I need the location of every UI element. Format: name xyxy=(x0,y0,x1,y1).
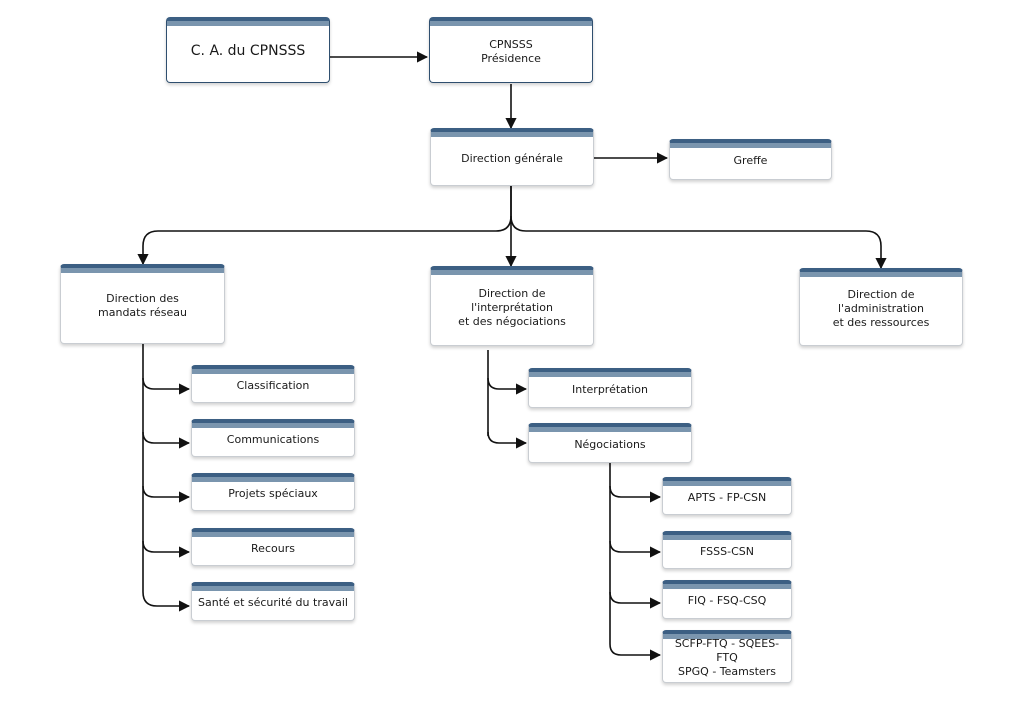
node-dmr-line-2: mandats réseau xyxy=(98,305,187,319)
edge-dmr-classification xyxy=(142,377,191,395)
node-recours: Recours xyxy=(191,528,355,566)
edge-neg-fiq xyxy=(609,591,662,609)
node-classification-line-1: Classification xyxy=(236,378,310,392)
node-classification: Classification xyxy=(191,365,355,403)
node-projets-speciaux: Projets spéciaux xyxy=(191,473,355,511)
node-negociations: Négociations xyxy=(528,423,692,463)
edge-din-negociations xyxy=(487,431,528,449)
node-fsss-line-1: FSSS-CSN xyxy=(700,544,754,558)
node-communications: Communications xyxy=(191,419,355,457)
node-scfp-line-2: SPGQ - Teamsters xyxy=(678,665,776,678)
node-scfp-line-1: SCFP-FTQ - SQEES-FTQ xyxy=(674,637,780,664)
node-greffe-line-1: Greffe xyxy=(733,154,768,167)
node-din-line-2: et des négociations xyxy=(458,314,566,328)
node-direction-interpretation-negociations: Direction de l'interprétation et des nég… xyxy=(430,266,594,346)
edge-dg-dmr xyxy=(137,186,512,266)
node-ca: C. A. du CPNSSS xyxy=(166,17,330,83)
node-dar-line-1: Direction de l'administration xyxy=(838,287,924,315)
node-direction-administration-ressources: Direction de l'administration et des res… xyxy=(799,268,963,346)
edge-dmr-communications xyxy=(142,431,191,449)
node-negociations-line-1: Négociations xyxy=(574,437,646,451)
node-recours-line-1: Recours xyxy=(251,541,295,555)
edge-dg-dar xyxy=(510,215,887,270)
node-apts-line-1: APTS - FP-CSN xyxy=(687,490,767,504)
edge-dmr-projets xyxy=(142,485,191,503)
node-fiq: FIQ - FSQ-CSQ xyxy=(662,580,792,619)
node-scfp: SCFP-FTQ - SQEES-FTQ SPGQ - Teamsters xyxy=(662,630,792,683)
node-apts: APTS - FP-CSN xyxy=(662,477,792,515)
node-sst-line-1: Santé et sécurité du travail xyxy=(198,596,348,609)
node-cpnsss-line-2: Présidence xyxy=(481,51,541,65)
node-dar-line-2: et des ressources xyxy=(832,315,930,329)
node-fiq-line-1: FIQ - FSQ-CSQ xyxy=(687,594,767,607)
node-fsss: FSSS-CSN xyxy=(662,531,792,569)
node-communications-line-1: Communications xyxy=(226,432,320,446)
edge-neg-scfp xyxy=(609,643,662,661)
edge-dmr-recours xyxy=(142,540,191,558)
node-direction-mandats-reseau: Direction des mandats réseau xyxy=(60,264,225,344)
node-interpretation-line-1: Interprétation xyxy=(572,382,648,396)
node-dmr-line-1: Direction des xyxy=(106,291,179,305)
node-direction-generale: Direction générale xyxy=(430,128,594,186)
node-din-line-1: Direction de l'interprétation xyxy=(471,286,553,314)
node-cpnsss: CPNSSS Présidence xyxy=(429,17,593,83)
node-cpnsss-line-1: CPNSSS xyxy=(489,37,533,51)
edge-dmr-sst xyxy=(142,591,191,612)
edge-din-interpretation xyxy=(487,377,528,395)
edge-neg-apts xyxy=(609,485,662,503)
edge-neg-fsss xyxy=(609,540,662,558)
node-ca-line-1: C. A. du CPNSSS xyxy=(190,43,306,59)
node-projets-line-1: Projets spéciaux xyxy=(228,486,318,500)
node-dg-line-1: Direction générale xyxy=(461,151,563,165)
node-sante-securite: Santé et sécurité du travail xyxy=(191,582,355,621)
node-interpretation: Interprétation xyxy=(528,368,692,408)
node-greffe: Greffe xyxy=(669,139,832,180)
